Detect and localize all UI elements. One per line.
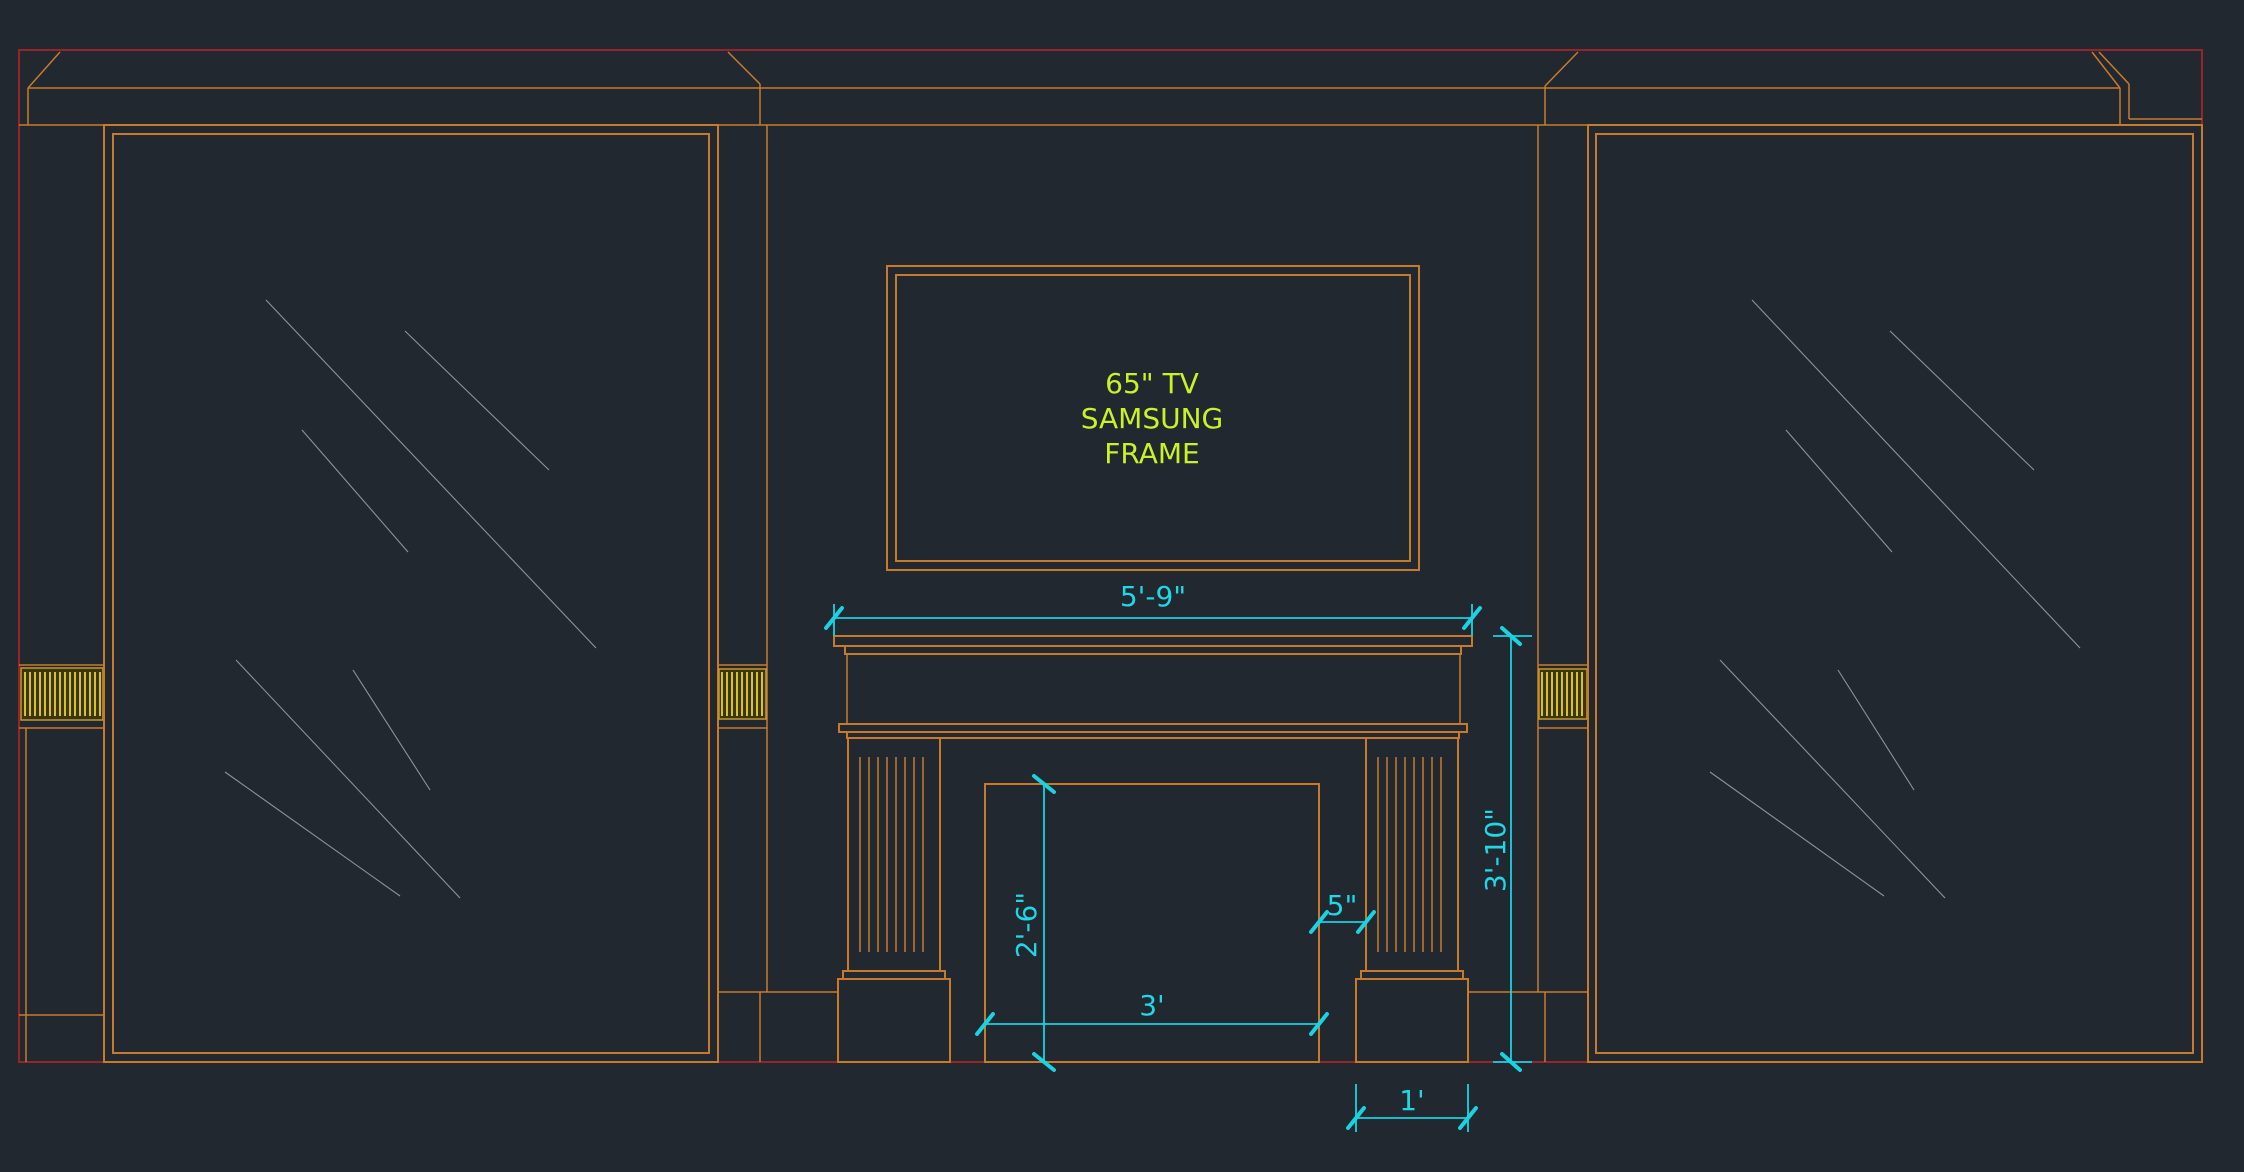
right-window-glass-hatch — [1709, 299, 2081, 899]
drawing-border — [18, 49, 2203, 1063]
crown-molding — [19, 51, 2202, 126]
right-pier — [1468, 125, 1589, 1062]
dimension-mantel-width — [824, 604, 1482, 636]
dimension-label-firebox-height: 2'-6" — [1010, 892, 1043, 958]
mantel-shelf — [833, 635, 1473, 724]
dimension-plinth-width — [1346, 1084, 1478, 1132]
right-pilaster — [1355, 737, 1469, 1063]
tv-label-line-2: SAMSUNG — [1081, 402, 1224, 435]
dimension-firebox-width — [975, 1012, 1329, 1036]
dimension-label-pilaster-offset: 5" — [1327, 889, 1358, 922]
dimension-label-mantel-width: 5'-9" — [1120, 580, 1186, 613]
tv-frame — [886, 265, 1420, 571]
dimension-pilaster-offset — [1309, 910, 1376, 934]
left-window — [103, 124, 719, 1063]
left-pier — [717, 125, 838, 1062]
left-pilaster — [837, 737, 951, 1063]
dimension-label-plinth-width: 1' — [1399, 1084, 1425, 1117]
dimension-label-mantel-height: 3'-10" — [1479, 808, 1512, 892]
dimension-label-firebox-width: 3' — [1139, 989, 1165, 1022]
chair-rail-left-strokes — [24, 672, 101, 716]
mantel-frieze — [838, 723, 1468, 739]
dimension-firebox-height — [1032, 774, 1056, 1072]
dimension-mantel-height — [1493, 626, 1532, 1072]
tv-label-line-1: 65" TV — [1105, 367, 1199, 400]
left-window-glass-hatch — [224, 299, 597, 899]
right-window — [1587, 124, 2203, 1063]
chair-rail-right-pier-strokes — [1541, 672, 1583, 716]
left-wall-trim — [19, 125, 105, 1062]
tv-label-line-3: FRAME — [1104, 437, 1199, 470]
chair-rail-left-pier-strokes — [721, 672, 763, 716]
